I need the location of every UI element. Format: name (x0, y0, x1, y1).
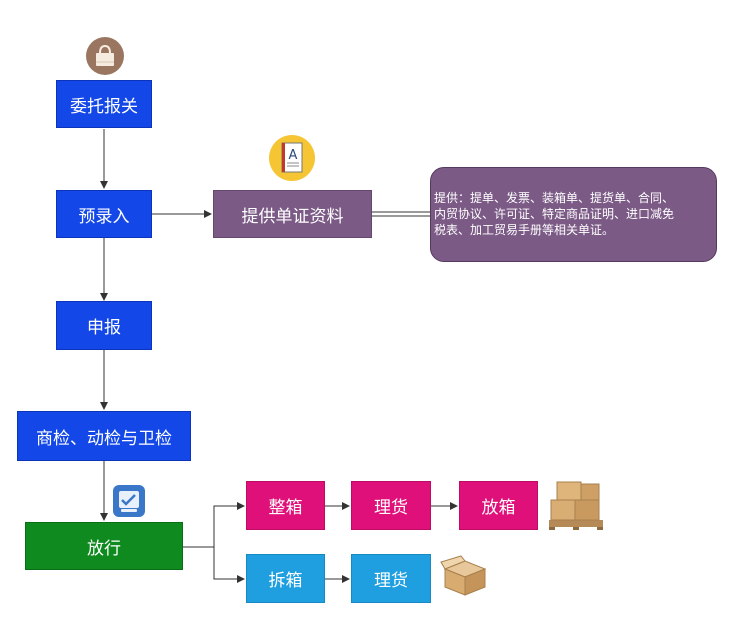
node-label: 申报 (87, 318, 121, 338)
bag-icon (86, 37, 124, 75)
node-label: 整箱 (268, 498, 303, 518)
node-shangjian-dongjian-weijian: 商检、动检与卫检 (17, 411, 191, 461)
node-label: 理货 (374, 498, 408, 518)
node-label: 放行 (87, 538, 121, 559)
node-lihuo-full: 理货 (351, 481, 431, 530)
arrow-fangxing-zhengxiang (183, 502, 245, 548)
node-label: 商检、动检与卫检 (36, 428, 172, 449)
arrow-fangxing-chaixiang (213, 547, 245, 583)
node-zhengxiang: 整箱 (246, 481, 325, 530)
node-label: 委托报关 (70, 96, 138, 117)
node-label: 放箱 (481, 498, 516, 518)
open-box-icon (440, 555, 487, 596)
note-line: 提供：提单、发票、装箱单、提货单、合同、 (434, 191, 675, 205)
node-tigong-danzheng: 提供单证资料 (213, 190, 372, 238)
node-lihuo-split: 理货 (351, 554, 431, 603)
svg-text:A: A (289, 148, 298, 163)
node-yuluru: 预录入 (56, 190, 152, 238)
node-fangxiang: 放箱 (459, 481, 538, 530)
note-documents-list: 提供：提单、发票、装箱单、提货单、合同、 内贸协议、许可证、特定商品证明、进口减… (430, 167, 717, 262)
approval-icon (113, 485, 145, 517)
node-shenbao: 申报 (56, 301, 152, 350)
node-fangxing: 放行 (25, 522, 183, 570)
node-label: 理货 (374, 571, 408, 591)
node-label: 预录入 (78, 206, 130, 227)
note-line: 内贸协议、许可证、特定商品证明、进口减免 (434, 207, 675, 221)
document-icon: A (269, 135, 315, 181)
note-line: 税表、加工贸易手册等相关单证。 (434, 223, 615, 237)
pallet-boxes-icon (549, 481, 603, 530)
node-label: 拆箱 (268, 571, 303, 591)
node-label: 提供单证资料 (241, 206, 344, 227)
node-weituo-baoguan: 委托报关 (56, 80, 152, 128)
node-chaixiang: 拆箱 (246, 554, 325, 603)
